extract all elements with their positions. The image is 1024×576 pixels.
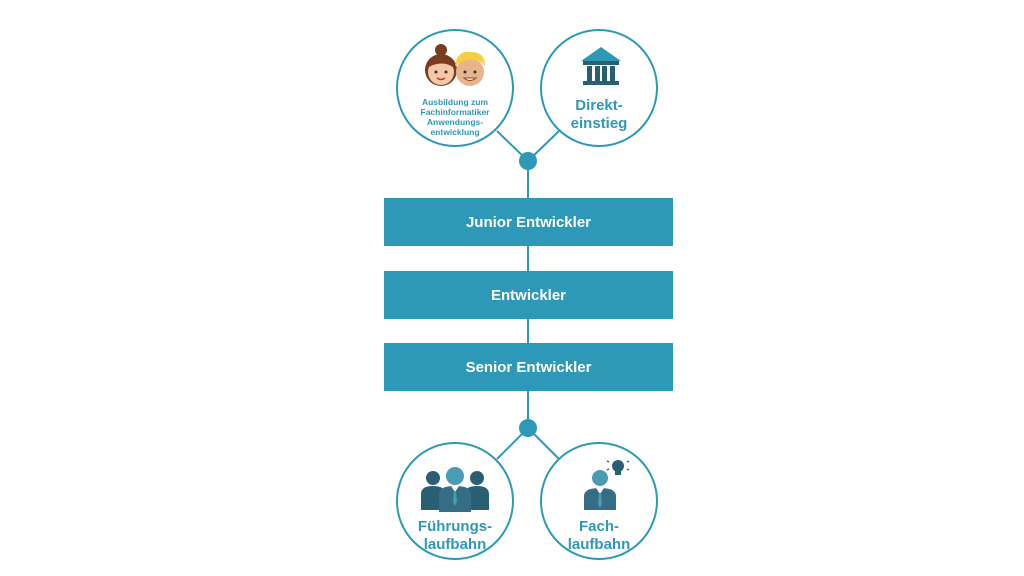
entry-node-direkteinstieg: Direkt- einstieg — [540, 29, 658, 147]
institution-building-icon — [581, 47, 621, 85]
trainees-faces-icon — [425, 44, 485, 86]
entry-node-ausbildung: Ausbildung zum Fachinformatiker Anwendun… — [396, 29, 514, 147]
stage-senior-entwickler: Senior Entwickler — [384, 343, 673, 391]
team-leader-icon — [421, 467, 489, 512]
entry-label-ausbildung: Ausbildung zum Fachinformatiker Anwendun… — [420, 97, 490, 137]
entry-label-direkteinstieg: Direkt- einstieg — [570, 97, 628, 132]
stage-junior-entwickler: Junior Entwickler — [384, 198, 673, 246]
career-node-fuehrungslaufbahn: Führungs- laufbahn — [396, 442, 514, 560]
stage-entwickler: Entwickler — [384, 271, 673, 319]
career-label-fachlaufbahn: Fach- laufbahn — [567, 518, 631, 553]
expert-lightbulb-icon — [584, 460, 630, 510]
junction-node-top — [519, 152, 537, 170]
career-node-fachlaufbahn: Fach- laufbahn — [540, 442, 658, 560]
junction-node-bottom — [519, 419, 537, 437]
career-label-fuehrungslaufbahn: Führungs- laufbahn — [417, 518, 493, 553]
